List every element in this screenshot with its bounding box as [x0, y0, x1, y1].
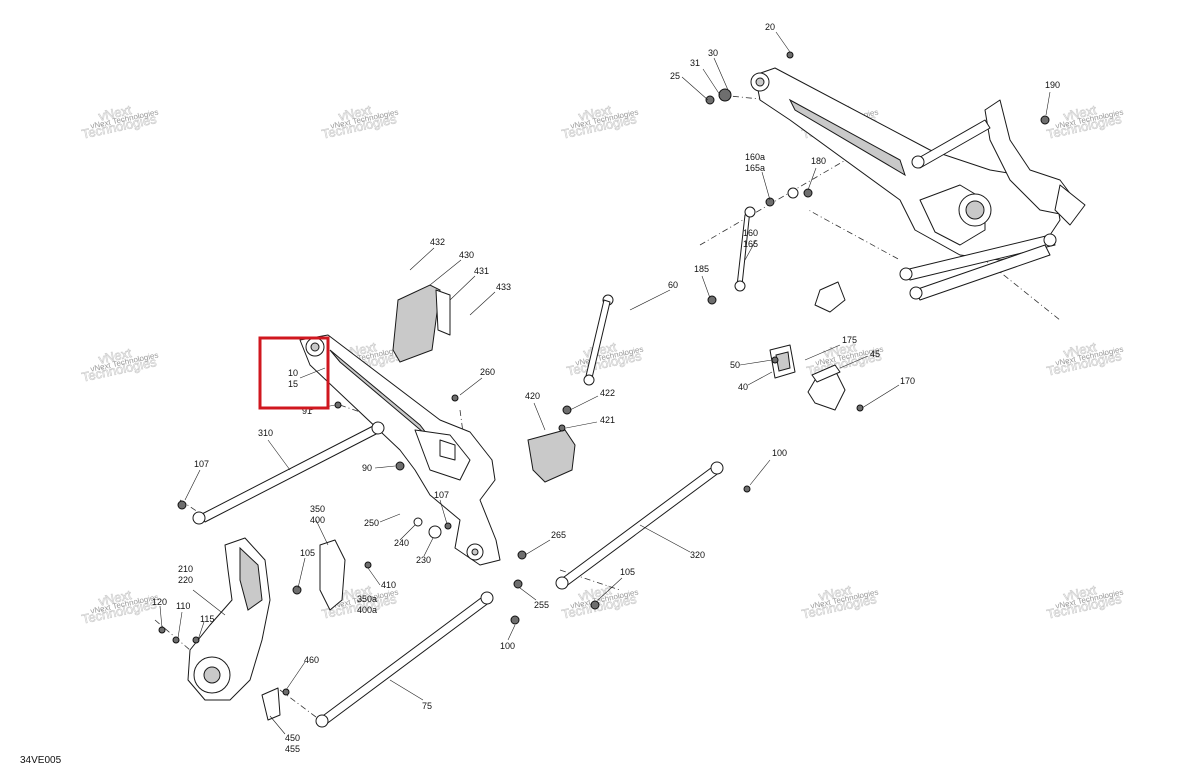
callout-107b: 107	[434, 490, 449, 500]
callout-410: 410	[381, 580, 396, 590]
callout-350a: 350a	[357, 594, 377, 604]
callout-105a: 105	[300, 548, 315, 558]
stabilizer-bar	[602, 187, 844, 343]
watermark-line1: vNext	[817, 582, 853, 604]
callout-255: 255	[534, 600, 549, 610]
callout-240: 240	[394, 538, 409, 548]
callout-422: 422	[600, 388, 615, 398]
shield-plate	[527, 429, 576, 483]
callout-310: 310	[258, 428, 273, 438]
stabilizer-links	[583, 206, 756, 386]
callout-120: 120	[152, 597, 167, 607]
watermark-line1: vNext	[97, 345, 133, 367]
callout-165a: 165a	[745, 163, 765, 173]
callout-60: 60	[668, 280, 678, 290]
watermark-line1: vNext	[577, 102, 613, 124]
watermark-line1: vNext	[97, 102, 133, 124]
callout-230: 230	[416, 555, 431, 565]
callout-180: 180	[811, 156, 826, 166]
leader-lines	[159, 31, 1051, 735]
callout-160: 160	[743, 228, 758, 238]
callout-421: 421	[600, 415, 615, 425]
highlight-box	[258, 336, 330, 410]
callout-420: 420	[525, 391, 540, 401]
callout-350: 350	[310, 504, 325, 514]
knuckle-assembly	[187, 537, 271, 701]
callout-400a: 400a	[357, 605, 377, 615]
callout-labels: 20 30 31 25 190 160a 165a 180 160 165 18…	[152, 22, 1060, 754]
callout-265: 265	[551, 530, 566, 540]
callout-260: 260	[480, 367, 495, 377]
callout-107a: 107	[194, 459, 209, 469]
callout-185: 185	[694, 264, 709, 274]
diagram-reference-code: 34VE005	[20, 755, 62, 766]
callout-320: 320	[690, 550, 705, 560]
callout-170: 170	[900, 376, 915, 386]
callout-110: 110	[176, 601, 190, 611]
callout-450: 450	[285, 733, 300, 743]
watermark-line1: vNext	[1062, 339, 1098, 361]
callout-25: 25	[670, 71, 680, 81]
watermark-line1: vNext	[577, 582, 613, 604]
trailing-arm	[299, 334, 501, 566]
callout-40: 40	[738, 382, 748, 392]
upper-arm-assembly	[750, 67, 1086, 301]
callout-100a: 100	[772, 448, 787, 458]
callout-433: 433	[496, 282, 511, 292]
callout-105b: 105	[620, 567, 635, 577]
callout-15: 15	[288, 379, 298, 389]
callout-250: 250	[364, 518, 379, 528]
callout-431: 431	[474, 266, 489, 276]
callout-10: 10	[288, 368, 298, 378]
callout-91: 91	[302, 406, 312, 416]
callout-45: 45	[870, 349, 880, 359]
callout-31: 31	[690, 58, 700, 68]
callout-165: 165	[743, 239, 758, 249]
callout-75: 75	[422, 701, 432, 711]
small-hardware	[158, 51, 1050, 721]
watermark-line1: vNext	[337, 102, 373, 124]
watermark-line1: vNext	[337, 582, 373, 604]
mudflap-bracket	[392, 284, 451, 363]
watermark-line1: vNext	[822, 339, 858, 361]
watermark-line1: vNext	[97, 587, 133, 609]
callout-190: 190	[1045, 80, 1060, 90]
callout-160a: 160a	[745, 152, 765, 162]
callout-455: 455	[285, 744, 300, 754]
callout-432: 432	[430, 237, 445, 247]
lateral-rods	[192, 421, 724, 728]
callout-460: 460	[304, 655, 319, 665]
callout-90: 90	[362, 463, 372, 473]
watermark-line1: vNext	[1062, 582, 1098, 604]
callout-20: 20	[765, 22, 775, 32]
callout-175: 175	[842, 335, 857, 345]
watermark-line1: vNext	[1062, 102, 1098, 124]
callout-210: 210	[178, 564, 193, 574]
callout-30: 30	[708, 48, 718, 58]
bushing-brackets	[769, 281, 846, 411]
callout-50: 50	[730, 360, 740, 370]
callout-115: 115	[200, 614, 214, 624]
callout-100b: 100	[500, 641, 515, 651]
callout-430: 430	[459, 250, 474, 260]
callout-220: 220	[178, 575, 193, 585]
callout-400: 400	[310, 515, 325, 525]
